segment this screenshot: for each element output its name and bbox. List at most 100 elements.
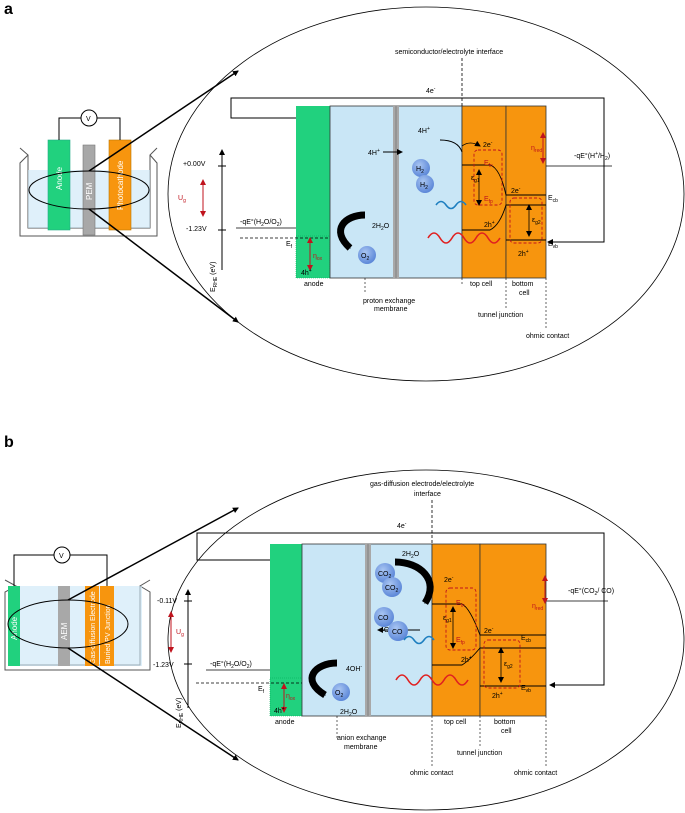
h2-low-label-b: 2h+ [492,691,503,700]
redox-right-label-b: -qE°(CO2/ CO) [568,587,614,597]
tick-top-b: -0.11V [157,598,177,605]
ug-label-b: Ug [176,629,184,638]
membrane-label-b-1: anion exchange [337,735,387,742]
top-cell-block-b [431,543,481,717]
electron-flow-label: 4e- [426,86,436,95]
voltmeter-icon [80,109,98,127]
photon-blue-b [403,635,435,645]
e2-top-label-b: 2e- [444,575,454,584]
tick-top: +0.00V [183,161,206,168]
o2-bubble-b [332,683,350,701]
membrane-label-2: membrane [374,306,408,313]
holes-anode-label: 4h+ [301,268,312,277]
water-oxidation-arrow [337,211,366,251]
gde-electrode [85,586,99,666]
co2-label-2: CO2 [385,585,399,594]
anode-electrode-b [8,586,20,666]
cell-photocathode-label: Photocathode [116,160,125,210]
o2-label-b: O2 [335,690,343,699]
evb-label-b: Evb [521,685,531,694]
co-label-1: CO [378,615,389,622]
zoom-line-bottom-b [67,647,239,761]
interface-label-b-2: interface [414,491,441,498]
efp-label-b: Efp [456,637,465,646]
bottom-cell-label-2: cell [519,290,530,297]
h2-label-1: H2 [416,166,424,175]
co2-reduction-arrow [394,558,434,605]
efp-label: Efp [484,196,493,205]
ohmic-contact-right-b: ohmic contact [514,770,557,777]
eg2-label-b: εg2 [504,661,513,670]
fermi-label-b: Ef [258,686,265,695]
o2-bubble [358,246,376,264]
holes-anode-label-b: 4h+ [274,706,285,715]
e2-mid-label-b: 2e- [484,626,494,635]
anode-label: anode [304,281,324,288]
redox-right-label: -qE°(H+/H2) [574,151,610,162]
eta-red-label: ηred [531,145,542,154]
redox-left-label-b: -qE°(H2O/O2) [210,660,252,670]
top-cell-label: top cell [470,281,493,288]
voltmeter-label-b: V [59,553,64,560]
pv-junction [100,586,114,666]
electron-circuit-b [196,532,605,688]
zoom-line-bottom [88,208,239,323]
e2-top-label: 2e- [483,140,493,149]
evb-label: Evb [548,241,558,250]
cell-pv-label: Buried PV Junction [105,604,112,664]
water-label: 2H2O [372,223,390,232]
oh-low-label: 4OH- [346,664,362,673]
photon-blue [435,200,467,210]
interface-label-b-1: gas-diffusion electrode/electrolyte [370,481,474,488]
cell-aem-label: AEM [60,622,69,640]
efn-label: Efn [484,160,493,169]
h2-bubble-1 [412,159,430,177]
eg2-label: εg2 [532,217,541,226]
h2-mid-label: 2h+ [484,220,495,229]
bottom-cell-block [505,105,547,279]
co-bubble-2 [388,621,408,641]
electron-flow-label-b: 4e- [397,521,407,530]
electron-circuit [230,97,605,245]
panel-a-cell: Anode PEM Photocathode V [19,109,158,237]
o2-label: O2 [361,253,369,262]
eta-ox-label-b: ηox [286,693,296,702]
co-label-2: CO [392,629,403,636]
zoom-line-top-b [67,507,239,601]
h2-low-label: 2h+ [518,249,529,258]
ecb-label: Ecb [548,195,558,204]
h2-mid-label-b: 2h+ [461,655,472,664]
bottom-cell-label-b-2: cell [501,728,512,735]
photon-red [427,232,501,244]
ohmic-contact-left-b: ohmic contact [410,770,453,777]
panel-b-letter: b [4,434,14,451]
membrane-label-b-2: membrane [344,744,378,751]
h2-bubble-2 [416,175,434,193]
fermi-label: Ef [286,241,293,250]
anode-label-b: anode [275,719,295,726]
co-bubble-1 [374,607,394,627]
top-cell-label-b: top cell [444,719,467,726]
voltmeter-icon-b [53,546,71,564]
pem-membrane [82,144,96,236]
panel-b: b Anode AEM Gas-diffusion Electrode Buri… [4,434,685,811]
cell-anode-label-b: Anode [10,616,19,640]
tick-bottom-b: -1.23V [153,662,174,669]
eta-ox-label: ηox [313,253,323,262]
eg1-label-b: εg1 [443,615,452,624]
ecb-label-b: Ecb [521,635,531,644]
panel-a: a Anode PEM Photocathode V [4,1,685,382]
anode-depletion [295,235,331,279]
membrane-label-1: proton exchange [363,298,415,305]
cell-gde-label: Gas-diffusion Electrode [90,591,97,664]
cell-pem-label: PEM [85,182,94,200]
tunnel-junction-label: tunnel junction [478,312,523,319]
oh-oxidation-arrow [308,659,338,698]
panel-b-cell: Anode AEM Gas-diffusion Electrode Buried… [4,546,151,671]
bottom-cell-block-b [479,543,547,717]
cell-anode-label: Anode [55,166,64,190]
tunnel-junction-label-b: tunnel junction [457,750,502,757]
ug-label: Ug [178,195,186,204]
photon-red-b [395,674,469,686]
